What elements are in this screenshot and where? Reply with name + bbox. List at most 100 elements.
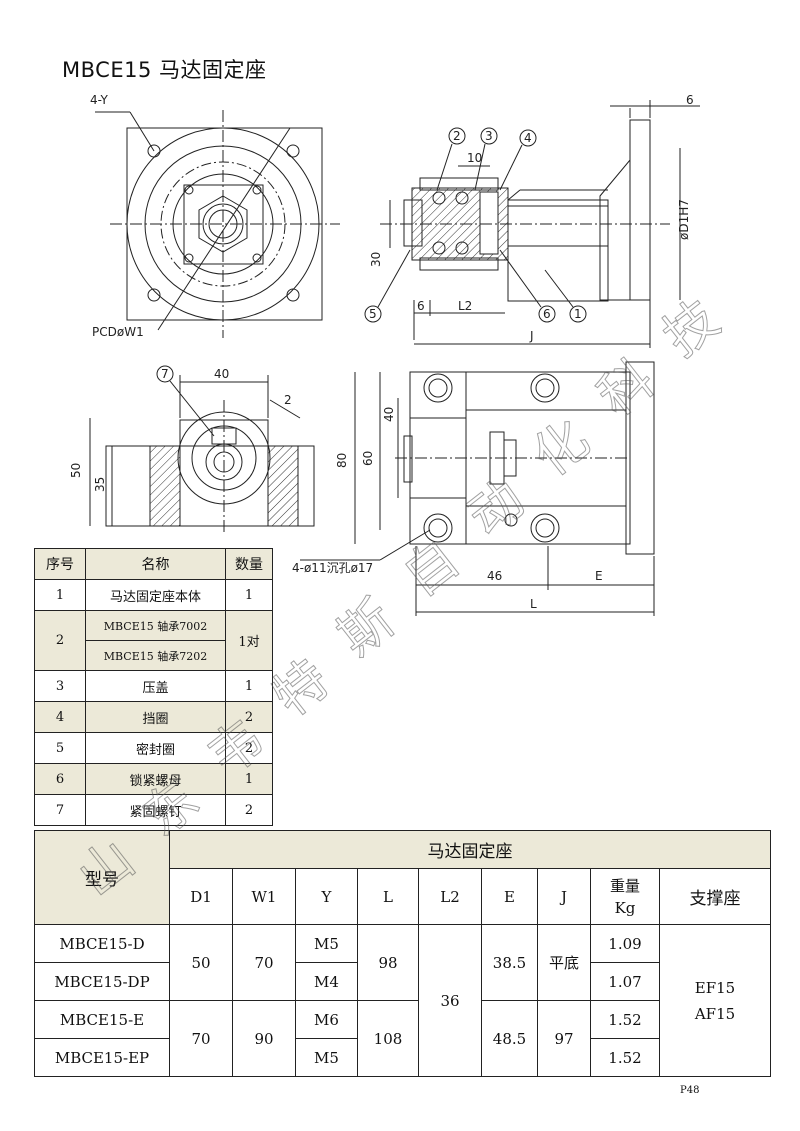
- spec-weight-label: 重量: [609, 876, 640, 895]
- part-no: 5: [34, 732, 86, 764]
- spec-weight: 1.52: [590, 1000, 660, 1039]
- spec-d1: 70: [169, 1000, 233, 1077]
- spec-header-row: D1 W1 Y L L2 E J 重量 Kg 支撑座: [35, 868, 771, 925]
- part-name: 压盖: [85, 670, 226, 702]
- dim-e: E: [595, 569, 603, 583]
- spec-e: 48.5: [481, 1000, 538, 1077]
- part-qty: 2: [225, 701, 273, 733]
- table-row: 2 MBCE15 轴承7002 1对: [34, 610, 273, 671]
- table-row: 1 马达固定座本体 1: [34, 579, 273, 611]
- callout-4: 4: [524, 131, 532, 145]
- part-qty: 2: [225, 794, 273, 826]
- page-number: P48: [680, 1085, 700, 1096]
- dim-46: 46: [487, 569, 502, 583]
- parts-header-name: 名称: [85, 548, 226, 580]
- part-qty: 1对: [225, 610, 273, 671]
- dim-80: 80: [335, 453, 349, 468]
- table-row: MBCE15-DP M4 1.07: [34, 962, 771, 1001]
- top-view: [300, 361, 655, 616]
- spec-j: 平底: [537, 924, 591, 1001]
- spec-y: M5: [295, 1038, 358, 1077]
- dim-l2: L2: [458, 299, 472, 313]
- callout-3: 3: [485, 129, 493, 143]
- front-view: [95, 110, 340, 338]
- end-view: [89, 365, 315, 535]
- table-row: 6 锁紧螺母 1: [34, 763, 273, 795]
- spec-col-e: E: [481, 868, 538, 925]
- table-row: MBCE15-D 50 70 M5 98 36 38.5 平底 1.09 EF1…: [34, 924, 771, 1077]
- spec-col-d1: D1: [169, 868, 233, 925]
- part-qty: 1: [225, 763, 273, 795]
- part-no: 1: [34, 579, 86, 611]
- table-row: 4 挡圈 2: [34, 701, 273, 733]
- spec-weight: 1.52: [590, 1038, 660, 1077]
- dim-40: 40: [214, 367, 229, 381]
- spec-group-row: 型号 马达固定座: [34, 830, 771, 925]
- parts-header-row: 序号 名称 数量: [34, 548, 273, 580]
- spec-model: MBCE15-E: [34, 1000, 170, 1039]
- label-4-y: 4-Y: [90, 93, 109, 107]
- spec-col-j: J: [537, 868, 591, 925]
- page-title: MBCE15 马达固定座: [62, 58, 267, 82]
- callout-6: 6: [543, 307, 551, 321]
- table-row: 7 紧固螺钉 2: [34, 794, 273, 826]
- part-name: 马达固定座本体: [85, 579, 226, 611]
- spec-j: 97: [537, 1000, 591, 1077]
- table-row: MBCE15-EP M5 1.52: [34, 1038, 771, 1077]
- part-no: 2: [34, 610, 86, 671]
- table-row: 3 压盖 1: [34, 670, 273, 702]
- spec-weight: 1.09: [590, 924, 660, 963]
- spec-col-w1: W1: [232, 868, 296, 925]
- spec-e: 38.5: [481, 924, 538, 1001]
- part-qty: 1: [225, 579, 273, 611]
- spec-header-group: 马达固定座: [169, 830, 771, 869]
- dim-35: 35: [93, 477, 107, 492]
- table-row: MBCE15-E 70 90 M6 108 48.5 97 1.52: [34, 1000, 771, 1077]
- watermark-char: 特: [263, 649, 341, 728]
- part-name: MBCE15 轴承7202: [85, 640, 226, 671]
- holes-note: 4-ø11沉孔ø17: [292, 561, 373, 575]
- spec-support: EF15 AF15: [659, 924, 771, 1077]
- part-name: MBCE15 轴承7002: [85, 610, 226, 641]
- spec-support-a: EF15: [694, 978, 736, 997]
- spec-w1: 90: [232, 1000, 296, 1077]
- spec-weight: 1.07: [590, 962, 660, 1001]
- callout-2: 2: [453, 129, 461, 143]
- callout-1: 1: [574, 307, 582, 321]
- table-row: MBCE15 轴承7202: [35, 640, 273, 671]
- parts-header-no: 序号: [34, 548, 86, 580]
- part-qty: 2: [225, 732, 273, 764]
- spec-col-l: L: [357, 868, 419, 925]
- parts-header-qty: 数量: [225, 548, 273, 580]
- part-no: 7: [34, 794, 86, 826]
- part-no: 4: [34, 701, 86, 733]
- part-name: 锁紧螺母: [85, 763, 226, 795]
- technical-drawing: 4-Y PCDøW1 6 10: [69, 93, 700, 616]
- spec-header-model: 型号: [34, 830, 170, 925]
- part-name: 挡圈: [85, 701, 226, 733]
- label-pcd: PCDøW1: [92, 325, 144, 339]
- spec-support-b: AF15: [694, 1004, 736, 1023]
- dim-40-top: 40: [382, 407, 396, 422]
- spec-table: 型号 马达固定座 D1 W1 Y L L2 E J 重量 Kg 支撑座 MBCE…: [34, 830, 771, 1077]
- part-no: 6: [34, 763, 86, 795]
- spec-w1: 70: [232, 924, 296, 1001]
- spec-y: M4: [295, 962, 358, 1001]
- dim-60: 60: [361, 451, 375, 466]
- spec-col-support: 支撑座: [659, 868, 771, 925]
- spec-l: 108: [357, 1000, 419, 1077]
- table-row: 5 密封圈 2: [34, 732, 273, 764]
- part-no: 3: [34, 670, 86, 702]
- spec-col-weight: 重量 Kg: [590, 868, 660, 925]
- dim-l: L: [530, 597, 537, 611]
- spec-weight-unit: Kg: [614, 898, 636, 917]
- dim-50: 50: [69, 463, 83, 478]
- spec-model: MBCE15-EP: [34, 1038, 170, 1077]
- dim-d1: øD1H7: [677, 199, 691, 240]
- part-name: 密封圈: [85, 732, 226, 764]
- dim-2: 2: [284, 393, 292, 407]
- spec-y: M6: [295, 1000, 358, 1039]
- spec-l: 98: [357, 924, 419, 1001]
- spec-y: M5: [295, 924, 358, 963]
- dim-6-top: 6: [686, 93, 694, 107]
